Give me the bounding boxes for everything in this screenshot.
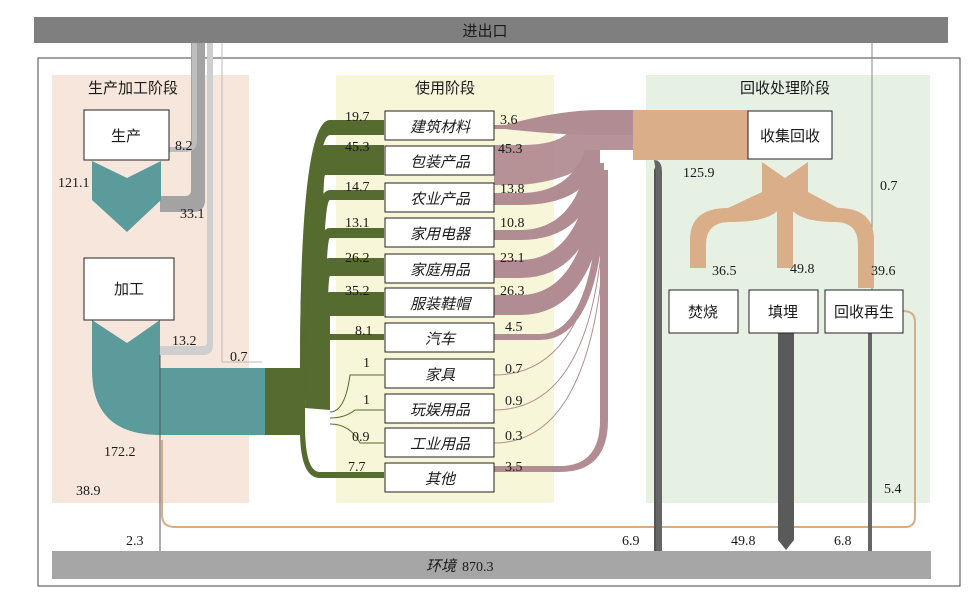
flow-value: 36.5 <box>712 264 737 279</box>
flow-value: 38.9 <box>76 484 101 499</box>
product-label: 其他 <box>425 470 457 488</box>
environment-value: 870.3 <box>462 560 494 575</box>
recycling-stage-title: 回收处理阶段 <box>740 79 830 97</box>
flow-value: 6.9 <box>622 534 640 549</box>
product-in-value: 1 <box>363 356 370 371</box>
product-in-value: 19.7 <box>345 110 370 125</box>
product-label: 家用电器 <box>410 225 472 243</box>
product-label: 家具 <box>425 366 456 384</box>
flow-value: 5.4 <box>884 482 902 497</box>
product-nodes <box>384 110 495 493</box>
product-label: 包装产品 <box>410 153 471 171</box>
flow-value: 39.6 <box>871 264 896 279</box>
collect-node <box>747 110 833 160</box>
product-in-value: 0.9 <box>352 430 370 445</box>
product-in-value: 45.3 <box>345 140 370 155</box>
product-out-value: 4.5 <box>505 320 523 335</box>
flow-value: 49.8 <box>731 534 756 549</box>
product-out-value: 3.5 <box>505 460 523 475</box>
landfill-to-env-flow <box>778 333 794 550</box>
flow-value: 125.9 <box>683 166 715 181</box>
flow-value: 2.3 <box>126 534 144 549</box>
product-out-value: 0.3 <box>505 429 523 444</box>
import-to-produce-flow <box>166 43 197 152</box>
svg-text:加工: 加工 <box>114 280 144 298</box>
import-export-label: 进出口 <box>462 22 507 40</box>
product-in-value: 14.7 <box>345 180 370 195</box>
product-label: 建筑材料 <box>410 118 471 136</box>
product-in-value: 26.2 <box>345 251 370 266</box>
recycle-to-env-flow <box>868 333 872 551</box>
produce-node <box>83 109 170 161</box>
product-in-value: 1 <box>363 393 370 408</box>
product-out-value: 10.8 <box>500 216 525 231</box>
product-out-value: 45.3 <box>498 142 523 157</box>
product-label: 农业产品 <box>410 190 471 208</box>
flow-value: 0.7 <box>230 350 248 365</box>
flow-value: 49.8 <box>790 262 815 277</box>
product-out-value: 3.6 <box>500 113 518 128</box>
product-in-value: 13.1 <box>345 216 370 231</box>
product-out-value: 26.3 <box>500 284 525 299</box>
flow-value: 172.2 <box>104 445 136 460</box>
landfill-node <box>748 289 819 334</box>
flow-value: 121.1 <box>58 176 90 191</box>
product-label: 服装鞋帽 <box>410 295 473 313</box>
product-in-value: 7.7 <box>348 460 366 475</box>
collect-split-flows <box>690 162 874 288</box>
flow-value: 0.7 <box>880 179 898 194</box>
flow-value: 8.2 <box>175 139 193 154</box>
diagram-frame <box>37 57 961 587</box>
use-distribution-flows <box>265 120 384 478</box>
recycle-to-process-flow <box>161 310 916 528</box>
product-label: 家庭用品 <box>410 261 471 279</box>
svg-text:回收再生: 回收再生 <box>834 303 894 321</box>
process-to-use-flow <box>92 320 265 435</box>
product-out-value: 13.8 <box>500 182 525 197</box>
process-node <box>83 257 175 321</box>
to-collect-flow <box>633 110 748 160</box>
environment-label: 环境 <box>426 557 458 575</box>
incinerate-node <box>668 289 739 334</box>
use-to-env-flow <box>654 160 662 551</box>
flow-value: 13.2 <box>172 334 197 349</box>
product-in-value: 35.2 <box>345 284 370 299</box>
product-out-value: 23.1 <box>500 251 525 266</box>
product-label: 工业用品 <box>410 435 471 453</box>
production-stage-title: 生产加工阶段 <box>88 79 178 97</box>
svg-text:生产: 生产 <box>111 127 141 145</box>
environment-bar <box>52 551 931 579</box>
svg-text:收集回收: 收集回收 <box>760 127 820 145</box>
process-import-return-flow <box>160 43 213 355</box>
produce-to-process-flow <box>92 161 161 232</box>
product-out-value: 0.7 <box>505 362 523 377</box>
recycle-node <box>824 289 904 334</box>
svg-text:焚烧: 焚烧 <box>688 303 718 321</box>
import-export-bar <box>34 17 948 43</box>
product-in-value: 8.1 <box>355 324 373 339</box>
product-label: 汽车 <box>425 330 457 348</box>
svg-text:填埋: 填埋 <box>768 303 798 321</box>
use-stage-title: 使用阶段 <box>415 79 475 97</box>
product-out-value: 0.9 <box>505 394 523 409</box>
product-label: 玩娱用品 <box>410 401 471 419</box>
flow-value: 33.1 <box>180 207 205 222</box>
flow-value: 6.8 <box>834 534 852 549</box>
use-to-collect-flows <box>494 110 633 472</box>
